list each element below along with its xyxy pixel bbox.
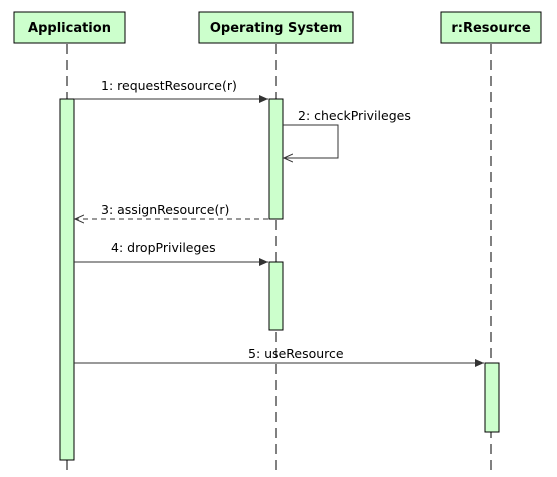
activation-bar-os-2 [268, 261, 284, 331]
message-label-assign-resource: 3: assignResource(r) [101, 202, 229, 217]
message-assign-resource: 3: assignResource(r) [75, 202, 268, 219]
participant-box-application [13, 11, 126, 44]
participant-box-operating-system [198, 11, 354, 44]
message-use-resource: 5: useResource [74, 346, 484, 367]
message-label-request-resource: 1: requestResource(r) [101, 78, 237, 93]
message-request-resource: 1: requestResource(r) [74, 78, 268, 103]
message-drop-privileges: 4: dropPrivileges [74, 240, 268, 266]
message-label-use-resource: 5: useResource [248, 346, 344, 361]
participant-operating-system: Operating System [198, 11, 354, 470]
activation-bar-application [59, 98, 75, 461]
participant-box-resource [440, 11, 542, 44]
participant-label-application: Application [28, 21, 111, 36]
activation-bar-os-1 [268, 98, 284, 220]
message-arrow-check-privileges [283, 124, 339, 158]
participant-label-operating-system: Operating System [210, 21, 342, 36]
participant-label-resource: r:Resource [451, 21, 530, 36]
activation-bar-resource [484, 362, 500, 433]
message-label-drop-privileges: 4: dropPrivileges [111, 240, 216, 255]
message-label-check-privileges: 2: checkPrivileges [298, 108, 411, 123]
participant-application: Application [13, 11, 126, 470]
message-check-privileges: 2: checkPrivileges [283, 108, 411, 158]
